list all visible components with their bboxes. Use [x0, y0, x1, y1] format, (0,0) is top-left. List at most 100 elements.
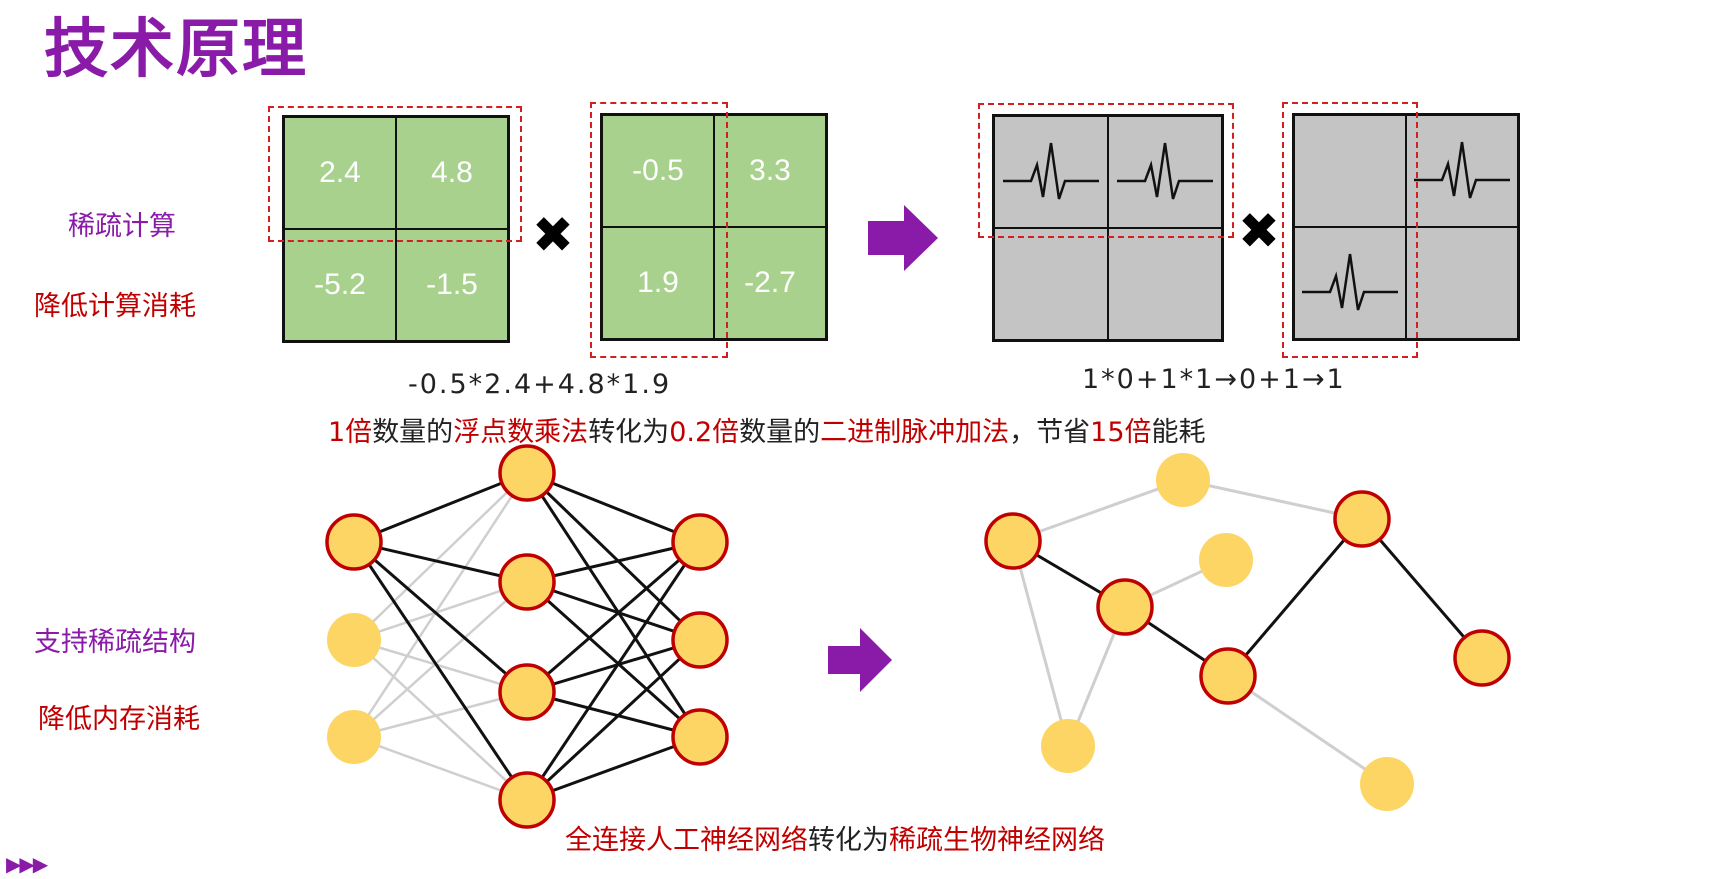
- active-neuron-node: [671, 611, 729, 669]
- fc-active-edge: [525, 580, 702, 739]
- fc-inactive-edges: [352, 472, 529, 802]
- fc-active-edge: [526, 540, 701, 694]
- matrix-a-cell: -1.5: [396, 229, 508, 341]
- caption-part: 能耗: [1151, 417, 1206, 448]
- caption-network: 全连接人工神经网络转化为稀疏生物神经网络: [565, 818, 1105, 857]
- empty-cell: [994, 228, 1108, 340]
- matrix-b-cell: 1.9: [602, 227, 714, 339]
- active-neuron-node: [671, 513, 729, 571]
- fc-active-edge: [525, 541, 702, 801]
- fc-inactive-edge: [353, 638, 528, 694]
- spike-cell: [1294, 227, 1406, 339]
- fc-inactive-edge: [353, 639, 528, 801]
- sparse-inactive-edge: [1182, 478, 1363, 521]
- empty-cell: [1294, 115, 1406, 227]
- caption-part: 15倍: [1090, 417, 1152, 448]
- fc-active-edge: [525, 472, 702, 738]
- caption-part: 浮点数乘法: [453, 417, 589, 448]
- spike-cell: [994, 116, 1108, 228]
- sparse-inactive-edge: [1011, 540, 1070, 747]
- fc-active-edge: [526, 540, 701, 584]
- active-neuron-node: [1333, 490, 1391, 548]
- active-neuron-node: [671, 708, 729, 766]
- right-arrow-icon: [828, 628, 892, 692]
- right-arrow-icon: [868, 205, 938, 271]
- fc-inactive-edge: [352, 472, 529, 738]
- inactive-neuron-node: [1199, 533, 1253, 587]
- spike-icon: [1302, 253, 1398, 311]
- sparse-active-edges: [1012, 518, 1484, 678]
- active-neuron-node: [498, 444, 556, 502]
- matrix-b-cell: 3.3: [714, 115, 826, 227]
- active-neuron-node: [498, 663, 556, 721]
- active-neuron-node: [1096, 578, 1154, 636]
- highlight-column-box: [590, 102, 728, 358]
- inactive-neuron-node: [1041, 719, 1095, 773]
- caption-part: ，节省: [1009, 417, 1091, 448]
- matrix-a-cell: 4.8: [396, 117, 508, 229]
- empty-cell: [1406, 227, 1518, 339]
- fc-active-edges: [352, 471, 702, 802]
- caption-part: 稀疏生物神经网络: [889, 825, 1105, 856]
- fc-inactive-edge: [353, 690, 528, 739]
- caption-part: 数量的: [739, 417, 821, 448]
- inactive-neuron-node: [1360, 757, 1414, 811]
- formula-spike: 1*0+1*1→0+1→1: [1082, 364, 1346, 395]
- caption-part: 1倍: [328, 417, 373, 448]
- fc-active-edge: [353, 540, 528, 694]
- active-neuron-node: [325, 513, 383, 571]
- caption-part: 数量的: [372, 417, 454, 448]
- sparse-active-edge: [1360, 518, 1484, 659]
- label-reduce-compute: 降低计算消耗: [34, 291, 196, 322]
- fc-inactive-edge: [353, 735, 528, 802]
- active-neuron-node: [1453, 629, 1511, 687]
- fc-inactive-edge: [353, 580, 528, 642]
- matrix-b-cell: -2.7: [714, 227, 826, 339]
- spike-matrix-a: [992, 114, 1224, 342]
- highlight-column-box: [1282, 102, 1418, 358]
- sparse-active-edge: [1226, 518, 1364, 677]
- sparse-nodes: [984, 453, 1511, 811]
- caption-energy: 1倍数量的浮点数乘法转化为0.2倍数量的二进制脉冲加法，节省15倍能耗: [328, 410, 1206, 449]
- spike-matrix-b: [1292, 113, 1520, 341]
- matrix-b: -0.5 3.3 1.9 -2.7: [600, 113, 828, 341]
- matrix-b-cell: -0.5: [602, 115, 714, 227]
- next-page-icon[interactable]: ▶▶▶: [6, 852, 48, 876]
- inactive-neuron-node: [1156, 453, 1210, 507]
- fc-inactive-edge: [353, 472, 528, 641]
- fc-active-edge: [526, 638, 701, 694]
- fc-inactive-edge: [353, 581, 528, 738]
- highlight-row-box: [978, 103, 1234, 238]
- active-neuron-node: [498, 771, 556, 829]
- fc-nodes: [325, 444, 729, 829]
- caption-part: 0.2倍: [669, 417, 740, 448]
- caption-part: 转化为: [808, 825, 889, 856]
- fc-active-edge: [353, 471, 528, 544]
- active-neuron-node: [984, 512, 1042, 570]
- inactive-neuron-node: [327, 613, 381, 667]
- caption-part: 全连接人工神经网络: [565, 825, 808, 856]
- label-sparse-structure: 支持稀疏结构: [34, 627, 196, 658]
- sparse-inactive-edge: [1227, 674, 1388, 786]
- label-sparse-compute: 稀疏计算: [68, 211, 176, 242]
- empty-cell: [1108, 228, 1222, 340]
- fc-active-edge: [526, 471, 701, 544]
- highlight-row-box: [268, 106, 522, 242]
- sparse-inactive-edge: [1012, 478, 1184, 543]
- spike-cell: [1108, 116, 1222, 228]
- caption-part: 二进制脉冲加法: [820, 417, 1010, 448]
- spike-icon: [1003, 142, 1099, 200]
- fc-active-edge: [526, 735, 701, 802]
- fc-active-edge: [525, 471, 702, 642]
- matrix-a-cell: 2.4: [284, 117, 396, 229]
- multiply-icon: ✖: [532, 206, 574, 264]
- fc-active-edge: [352, 541, 529, 801]
- fc-active-edge: [526, 690, 701, 739]
- spike-icon: [1117, 142, 1213, 200]
- page-title: 技术原理: [44, 13, 308, 87]
- formula-float: -0.5*2.4+4.8*1.9: [408, 369, 672, 400]
- inactive-neuron-node: [327, 710, 381, 764]
- fc-active-edge: [525, 638, 702, 802]
- spike-cell: [1406, 115, 1518, 227]
